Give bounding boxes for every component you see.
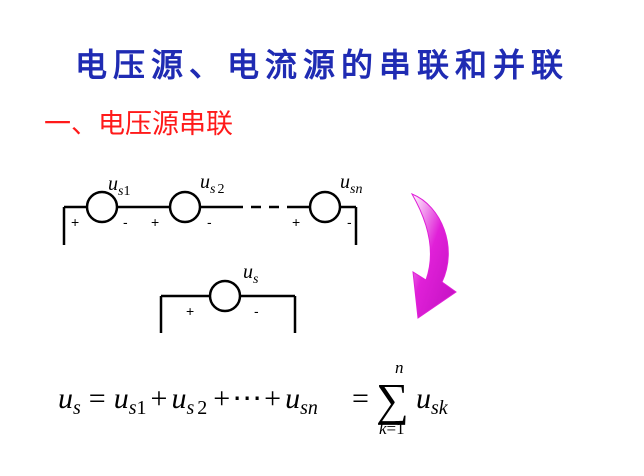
minus-sign: - — [254, 303, 259, 319]
voltage-source-n — [308, 190, 342, 224]
source-1-label: us1 — [108, 173, 130, 199]
plus-sign: + — [71, 214, 79, 230]
transformation-arrow-icon — [410, 193, 457, 319]
plus-sign: + — [151, 214, 159, 230]
summation-sign: ∑ — [376, 374, 409, 425]
equivalent-voltage-source — [208, 279, 242, 313]
equivalent-circuit: + - us — [159, 261, 297, 333]
voltage-source-2 — [168, 190, 202, 224]
section-heading: 一、电压源串联 — [44, 109, 233, 140]
source-n-label: usn — [340, 171, 362, 197]
sum-lower-limit: k=1 — [379, 419, 405, 438]
equivalent-source-label: us — [243, 261, 259, 287]
formula-equals: = — [352, 382, 369, 415]
minus-sign: - — [347, 214, 352, 230]
minus-sign: - — [123, 214, 128, 230]
voltage-source-1 — [85, 190, 119, 224]
sum-upper-limit: n — [395, 358, 404, 377]
curved-arrow — [410, 193, 457, 319]
minus-sign: - — [207, 214, 212, 230]
plus-sign: + — [292, 214, 300, 230]
plus-sign: + — [186, 303, 194, 319]
slide-title: 电压源、电流源的串联和并联 — [74, 46, 569, 84]
sum-term: usk — [416, 382, 449, 419]
